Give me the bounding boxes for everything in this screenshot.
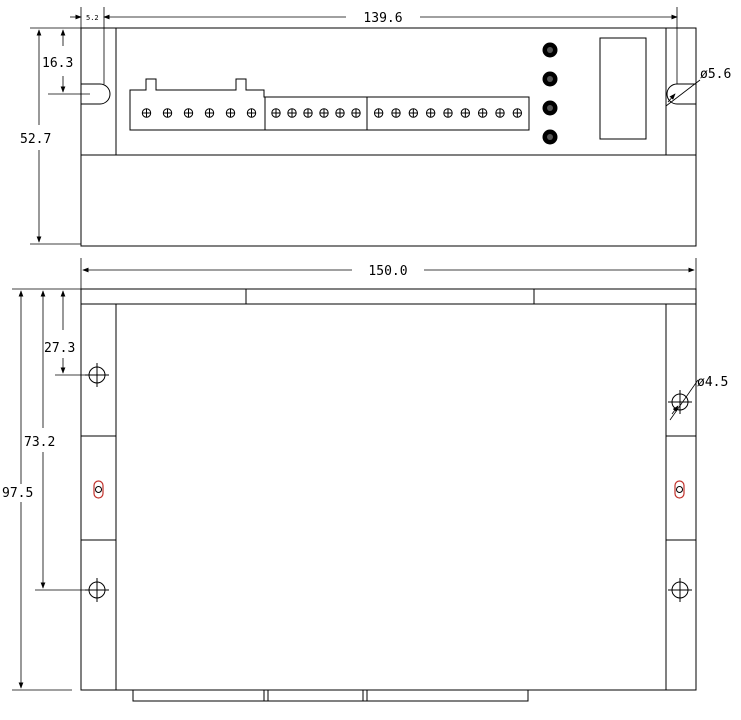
terminal-screw	[512, 108, 523, 118]
terminal-screw	[162, 108, 173, 118]
dim-hole-pitch: 73.2	[24, 435, 55, 450]
top-flange-strip	[80, 288, 697, 305]
terminal-screw	[443, 108, 453, 118]
dim-top-hole-offset: 27.3	[44, 341, 75, 356]
terminal-screw	[141, 108, 152, 118]
status-led-highlight	[547, 105, 553, 111]
dim-overall-width: 150.0	[368, 264, 407, 279]
status-led-highlight	[547, 47, 553, 53]
dim-hole-span: 139.6	[363, 11, 402, 26]
dim-overall-depth: 97.5	[2, 486, 33, 501]
mounting-holes	[85, 363, 692, 602]
left-mount-notch	[81, 83, 111, 105]
left-slot-inner	[95, 486, 102, 493]
right-slot-inner	[676, 486, 683, 493]
leader-arrow-4-5	[671, 405, 679, 415]
connector-housing	[129, 78, 530, 131]
top-dimensions: 150.0 27.3 73.2 97.5 ø4.5	[2, 258, 728, 691]
terminal-screw	[204, 108, 215, 118]
status-leds	[542, 42, 558, 145]
terminal-screw	[460, 108, 471, 118]
front-dimensions: 5.2 139.6 16.3 52.7 ø5.6	[20, 7, 731, 245]
terminal-screw	[287, 108, 297, 118]
terminal-screw	[408, 108, 419, 118]
top-body-outline	[80, 303, 697, 691]
status-led-highlight	[547, 134, 553, 140]
terminal-screw	[225, 108, 236, 118]
right-slot-outer	[674, 480, 685, 499]
display-window	[599, 37, 647, 140]
dim-mount-hole-diameter-front: ø5.6	[700, 67, 731, 82]
terminal-screw	[303, 108, 313, 118]
terminal-screw	[373, 108, 384, 118]
terminal-screw	[335, 108, 345, 118]
terminal-screw	[246, 108, 257, 118]
terminal-screws	[141, 108, 523, 118]
terminal-screw	[183, 108, 194, 118]
leader-arrow-5-6	[667, 93, 676, 103]
top-view	[80, 288, 697, 702]
bottom-connector-strip	[132, 689, 529, 702]
mounting-hole	[668, 578, 692, 602]
terminal-screw	[271, 108, 281, 118]
terminal-screw	[391, 108, 401, 118]
leader-4-5	[669, 379, 699, 421]
dim-mount-hole-diameter-top: ø4.5	[697, 375, 728, 390]
left-slot-outer	[93, 480, 104, 499]
terminal-connector	[129, 78, 530, 131]
front-view	[80, 27, 697, 247]
terminal-screw	[319, 108, 329, 118]
leader-5-6	[665, 79, 701, 107]
front-body-outline	[80, 27, 697, 247]
terminal-screw	[495, 108, 505, 118]
status-led-highlight	[547, 76, 553, 82]
dim-front-height: 52.7	[20, 132, 51, 147]
dim-hole-offset: 5.2	[86, 14, 99, 22]
terminal-screw	[425, 108, 436, 118]
terminal-screw	[477, 108, 488, 118]
right-mount-notch	[666, 83, 696, 105]
terminal-screw	[351, 108, 361, 118]
right-slot	[674, 480, 685, 499]
left-slot	[93, 480, 104, 499]
mounting-hole	[668, 390, 692, 414]
dim-mount-hole-height: 16.3	[42, 56, 73, 71]
